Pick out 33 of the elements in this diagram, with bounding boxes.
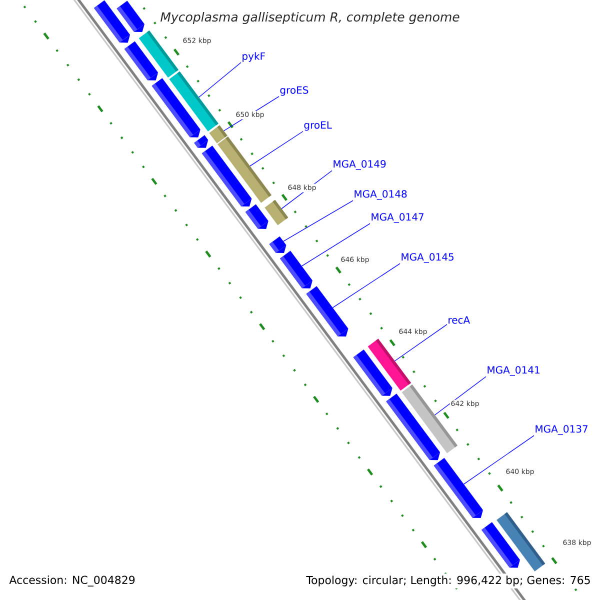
- gene-label: pykF: [242, 52, 265, 62]
- gene-label: recA: [448, 316, 470, 324]
- gene-feature-block: [269, 236, 286, 254]
- gene-label: MGA_0147: [372, 213, 424, 223]
- gene-bar: [218, 136, 272, 203]
- gene-label: MGA_0148: [354, 190, 407, 200]
- gene-feature-block: [94, 0, 130, 43]
- gene-label: MGA_0145: [402, 253, 454, 263]
- gene-feature-block: [124, 41, 158, 80]
- gene-feature-block: [306, 286, 348, 337]
- accession-text: Accession: NC_004829: [7, 574, 138, 588]
- gene-feature-block: [152, 78, 200, 138]
- leader-line: [198, 62, 242, 98]
- gene-label: groES: [280, 86, 308, 96]
- gene-label: groEL: [304, 121, 332, 131]
- leader-line: [301, 223, 370, 266]
- leader-line: [394, 324, 448, 362]
- gene-label: MGA_0141: [488, 366, 540, 376]
- gene-feature-block: [353, 350, 392, 396]
- gene-feature-block: [280, 250, 312, 288]
- leader-line: [250, 131, 304, 166]
- genome-info-text: Topology: circular; Length: 996,422 bp; Genes: 765: [304, 574, 593, 588]
- gene-feature-block: [434, 458, 483, 518]
- leader-line: [463, 435, 534, 485]
- gene-bar: [264, 200, 288, 226]
- leader-line: [434, 376, 486, 416]
- leader-line: [332, 263, 400, 308]
- title: Mycoplasma gallisepticum R, complete genome: [158, 10, 462, 26]
- leader-line: [283, 200, 354, 242]
- gene-feature-block: [245, 204, 268, 229]
- gene-label: MGA_0137: [536, 425, 588, 435]
- gene-bar: [496, 512, 546, 572]
- gene-label: MGA_0149: [334, 160, 386, 170]
